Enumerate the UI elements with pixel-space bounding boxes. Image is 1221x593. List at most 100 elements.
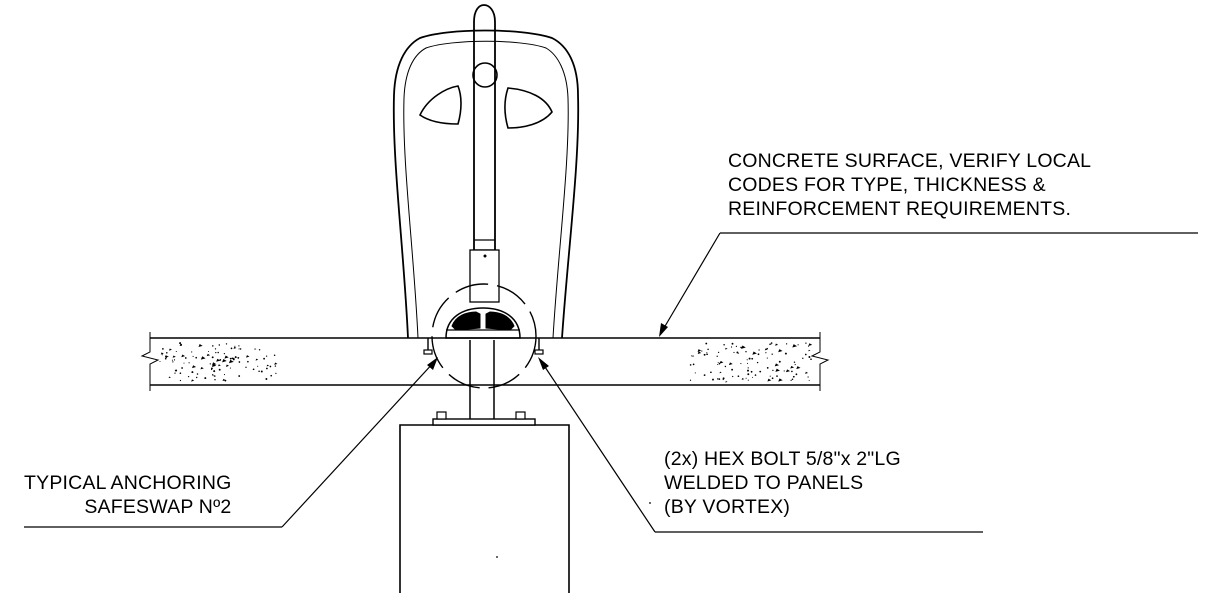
aggregate-dot bbox=[703, 353, 706, 356]
aggregate-dot bbox=[247, 360, 249, 363]
aggregate-stone bbox=[191, 365, 197, 369]
aggregate-dot bbox=[810, 358, 812, 360]
aggregate-dot bbox=[717, 363, 719, 366]
aggregate-dot bbox=[204, 377, 207, 380]
aggregate-stone bbox=[697, 351, 702, 354]
aggregate-stone bbox=[805, 371, 809, 374]
aggregate-dot bbox=[161, 354, 163, 356]
aggregate-dot bbox=[209, 363, 211, 365]
aggregate-dot bbox=[793, 361, 796, 363]
concrete-aggregate-left bbox=[159, 342, 278, 382]
aggregate-stone bbox=[697, 349, 702, 352]
aggregate-dot bbox=[766, 347, 768, 350]
aggregate-dot bbox=[218, 368, 221, 371]
aggregate-stone bbox=[255, 358, 259, 361]
aggregate-stone bbox=[211, 363, 217, 367]
aggregate-dot bbox=[257, 365, 259, 367]
aggregate-dot bbox=[260, 370, 263, 373]
aggregate-dot bbox=[790, 379, 792, 381]
aggregate-stone bbox=[228, 359, 234, 364]
aggregate-stone bbox=[191, 379, 195, 382]
seat-panel bbox=[392, 29, 580, 339]
aggregate-dot bbox=[707, 348, 709, 351]
aggregate-dot bbox=[234, 345, 236, 347]
aggregate-stone bbox=[198, 344, 203, 348]
aggregate-dot bbox=[211, 374, 214, 376]
aggregate-dot bbox=[229, 367, 231, 369]
aggregate-dot bbox=[766, 357, 768, 359]
leader-concrete bbox=[659, 232, 1198, 337]
aggregate-dot bbox=[804, 353, 807, 356]
aggregate-dot bbox=[778, 360, 781, 363]
aggregate-dot bbox=[712, 378, 714, 381]
aggregate-dot bbox=[214, 363, 216, 365]
aggregate-dot bbox=[265, 378, 268, 380]
aggregate-dot bbox=[797, 344, 799, 346]
aggregate-dot bbox=[808, 345, 810, 347]
detail-circle bbox=[431, 283, 537, 389]
aggregate-dot bbox=[191, 351, 193, 353]
aggregate-dot bbox=[759, 370, 762, 373]
aggregate-dot bbox=[771, 377, 774, 380]
aggregate-dot bbox=[214, 348, 217, 350]
aggregate-stone bbox=[719, 371, 722, 374]
aggregate-stone bbox=[741, 345, 746, 349]
aggregate-stone bbox=[172, 355, 176, 358]
aggregate-dot bbox=[229, 357, 232, 360]
aggregate-dot bbox=[776, 375, 778, 377]
anchor-bolts bbox=[423, 338, 544, 355]
note-concrete-line-3: REINFORCEMENT REQUIREMENTS. bbox=[728, 198, 1072, 220]
concrete-slab bbox=[140, 332, 830, 391]
aggregate-dot bbox=[187, 375, 190, 378]
aggregate-dot bbox=[184, 357, 187, 359]
aggregate-dot bbox=[765, 352, 767, 354]
aggregate-dot bbox=[717, 378, 719, 380]
aggregate-dot bbox=[273, 354, 276, 357]
aggregate-dot bbox=[269, 365, 272, 368]
anchoring-hub bbox=[445, 307, 521, 339]
handle-pole bbox=[469, 4, 500, 303]
note-bolt-line-1: (2x) HEX BOLT 5/8"x 2"LG bbox=[664, 448, 901, 470]
aggregate-stone bbox=[724, 347, 728, 350]
aggregate-dot bbox=[757, 353, 760, 356]
aggregate-dot bbox=[192, 355, 194, 357]
aggregate-stone bbox=[778, 349, 783, 353]
aggregate-dot bbox=[167, 355, 169, 358]
aggregate-stone bbox=[206, 353, 211, 357]
aggregate-dot bbox=[179, 379, 182, 382]
aggregate-stone bbox=[266, 364, 270, 367]
aggregate-dot bbox=[747, 379, 749, 381]
aggregate-dot bbox=[212, 345, 214, 347]
aggregate-dot bbox=[210, 369, 213, 371]
aggregate-dot bbox=[171, 359, 173, 361]
aggregate-stone bbox=[790, 365, 795, 369]
aggregate-dot bbox=[802, 357, 804, 360]
aggregate-dot bbox=[736, 351, 739, 354]
aggregate-dot bbox=[747, 373, 750, 376]
aggregate-stone bbox=[719, 361, 723, 364]
aggregate-dot bbox=[745, 377, 747, 379]
aggregate-stone bbox=[222, 359, 227, 363]
aggregate-dot bbox=[179, 342, 182, 345]
aggregate-dot bbox=[234, 356, 237, 359]
aggregate-dot bbox=[174, 372, 176, 374]
aggregate-dot bbox=[213, 375, 215, 377]
aggregate-dot bbox=[710, 371, 712, 374]
aggregate-dot bbox=[195, 356, 198, 359]
note-anchoring-line-1: TYPICAL ANCHORING bbox=[24, 472, 232, 494]
aggregate-dot bbox=[258, 370, 260, 372]
aggregate-dot bbox=[694, 372, 696, 374]
aggregate-dot bbox=[266, 367, 268, 370]
aggregate-dot bbox=[252, 368, 255, 371]
aggregate-dot bbox=[740, 363, 742, 365]
aggregate-dot bbox=[718, 362, 721, 365]
note-bolt-line-3: (BY VORTEX) bbox=[664, 496, 791, 518]
aggregate-stone bbox=[168, 348, 172, 351]
aggregate-dot bbox=[238, 348, 240, 350]
aggregate-dot bbox=[692, 363, 695, 366]
aggregate-dot bbox=[225, 343, 228, 345]
aggregate-dot bbox=[162, 348, 164, 350]
aggregate-stone bbox=[216, 358, 221, 362]
aggregate-dot bbox=[772, 369, 774, 372]
aggregate-stone bbox=[808, 343, 813, 346]
